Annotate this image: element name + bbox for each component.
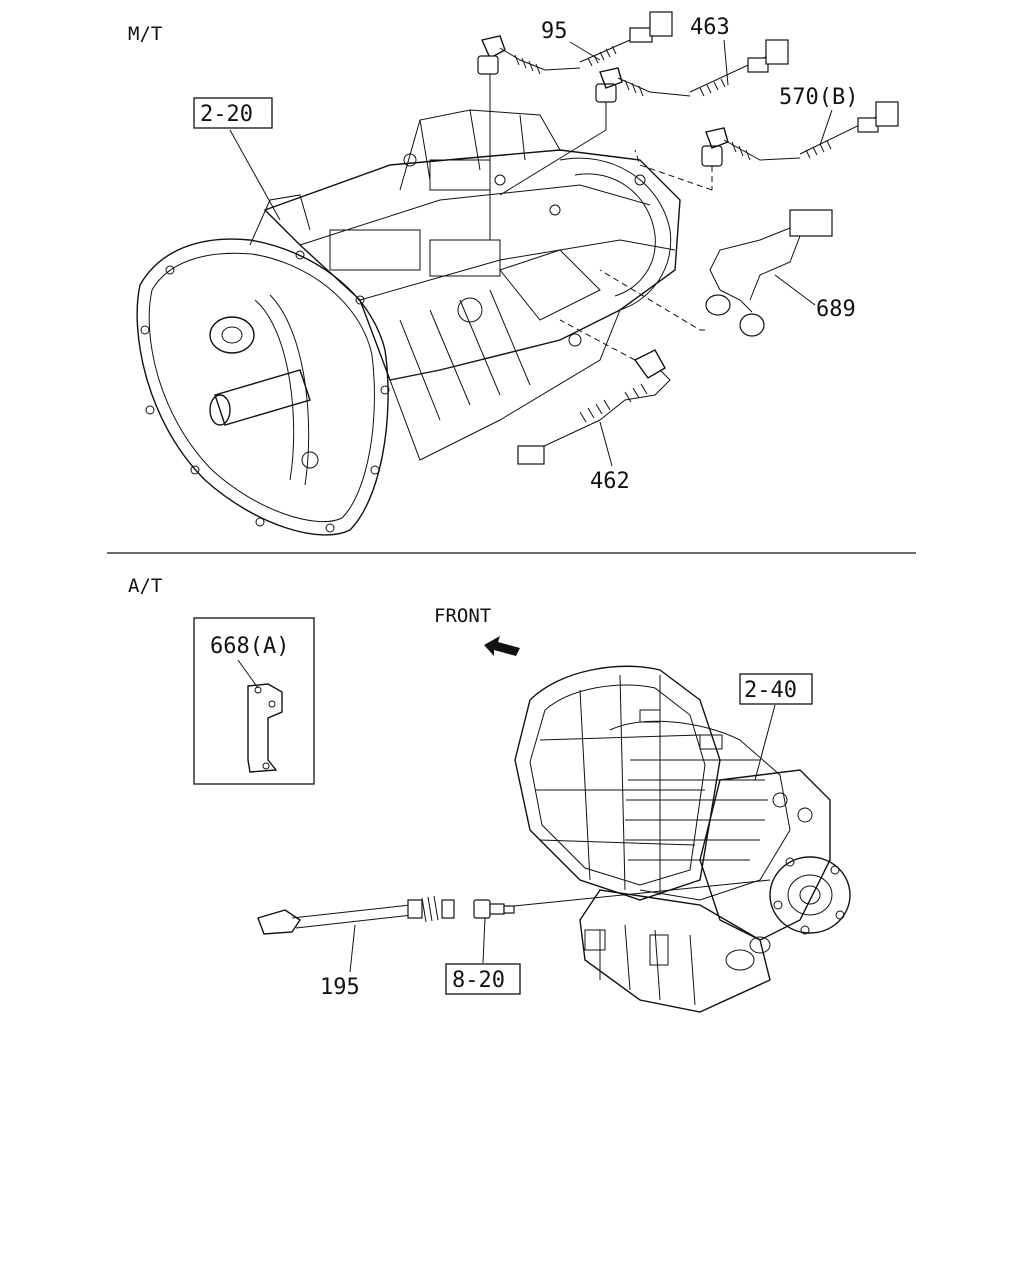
part-label-95: 95 <box>541 19 568 44</box>
part-label-668a: 668(A) <box>210 634 289 659</box>
section-label-mt: M/T <box>128 23 162 45</box>
section-label-at: A/T <box>128 575 162 597</box>
automatic-labels: 2-40 8-20 195 <box>320 673 813 1000</box>
ref-box-8-20 <box>445 963 521 995</box>
manual-sensor-harnesses <box>477 11 899 465</box>
manual-labels: 2-20 95 463 570(B) 689 462 <box>193 15 858 494</box>
bracket-668a-drawing <box>247 683 283 773</box>
ref-label-8-20: 8-20 <box>452 968 505 993</box>
ref-box-2-40 <box>739 673 813 705</box>
bracket-inset-box <box>193 617 315 785</box>
part-label-195: 195 <box>320 975 360 1000</box>
part-label-463: 463 <box>690 15 730 40</box>
part-label-689: 689 <box>816 297 856 322</box>
front-label: FRONT <box>434 605 491 627</box>
front-arrow-icon <box>484 636 520 656</box>
part-label-462: 462 <box>590 469 630 494</box>
automatic-sensor-assembly <box>257 879 771 935</box>
automatic-transmission-drawing <box>514 665 851 1013</box>
manual-transmission-drawing <box>136 109 681 536</box>
ref-label-2-40: 2-40 <box>744 678 797 703</box>
part-label-570b: 570(B) <box>779 85 858 110</box>
ref-label-2-20: 2-20 <box>200 102 253 127</box>
ref-box-2-20 <box>193 97 273 129</box>
